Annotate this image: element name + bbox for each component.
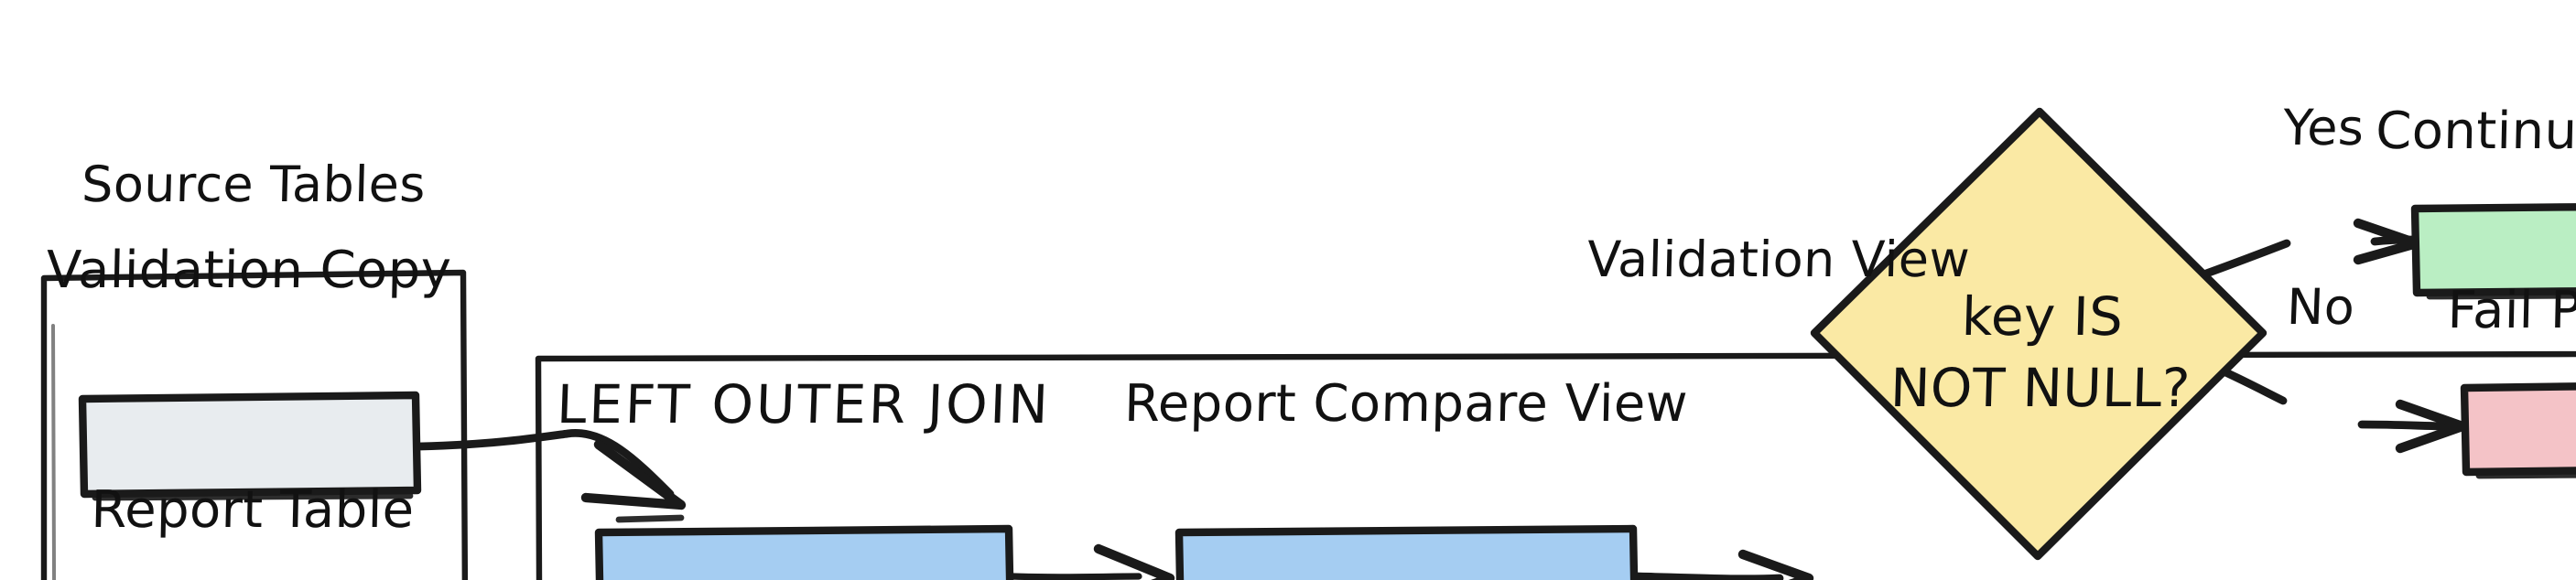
- decision-line-2: NOT NULL?: [1889, 357, 2192, 419]
- edge-validation-copy-to-join: [415, 428, 687, 523]
- edge-label-no: No: [2285, 280, 2356, 337]
- node-label-report-table: Report Table: [90, 479, 416, 541]
- edge-join-to-compare: [1009, 543, 1175, 580]
- edge-label-yes: Yes: [2281, 101, 2365, 157]
- node-label-left-outer-join: LEFT OUTER JOIN: [556, 372, 1052, 435]
- node-left-outer-join[interactable]: [594, 524, 1014, 580]
- node-label-report-compare-view: Report Compare View: [1123, 373, 1689, 435]
- node-key-is-not-null[interactable]: [1810, 107, 2268, 561]
- node-label-validation-copy: Validation Copy: [46, 240, 452, 301]
- group-title-validation-view: Validation View: [1586, 232, 1971, 289]
- node-continue-pipeline[interactable]: [2410, 203, 2576, 300]
- node-label-key-is-not-null: key IS NOT NULL?: [1866, 280, 2217, 426]
- node-label-continue-pipeline: Continue Pipeline: [2375, 101, 2576, 162]
- node-label-fail-pipeline: Fail Pipeline: [2446, 280, 2576, 341]
- group-title-source-tables: Source Tables: [81, 157, 427, 214]
- node-validation-copy[interactable]: [78, 391, 422, 501]
- edge-compare-to-decision: [1632, 549, 1814, 580]
- node-fail-pipeline[interactable]: [2460, 382, 2576, 479]
- decision-line-1: key IS: [1961, 285, 2125, 349]
- node-report-compare-view[interactable]: [1174, 524, 1639, 580]
